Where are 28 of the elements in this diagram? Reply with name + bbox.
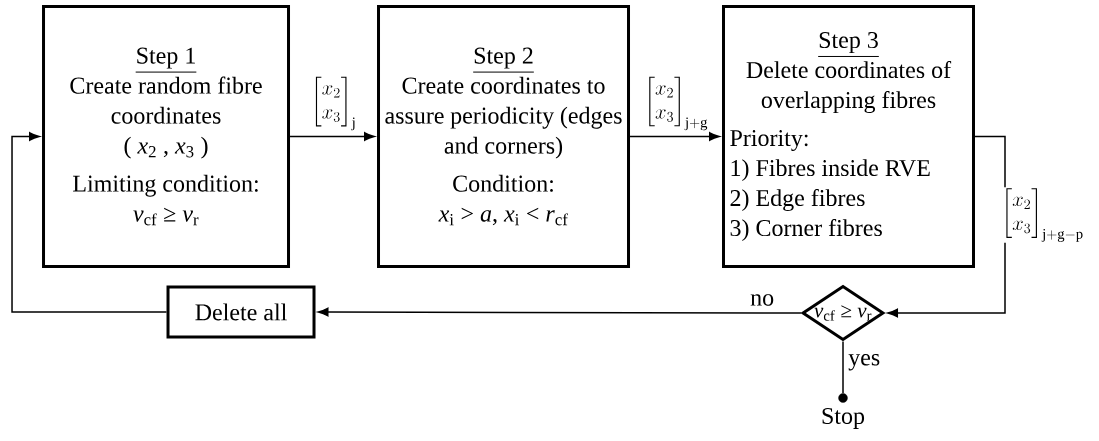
process-box — [722, 5, 975, 268]
step-heading: Step 1 — [135, 47, 197, 73]
arrow — [11, 132, 168, 313]
step-heading: Step 3 — [817, 32, 880, 57]
arrow — [629, 132, 720, 141]
vector-label: $\begin{bmatrix}x_2\\ x_3\end{bmatrix}_{\mathrm{j+g}}$ — [643, 75, 709, 132]
edge-label: no — [749, 293, 776, 307]
step-text: 2) Edge fibres — [730, 189, 865, 212]
arrow — [289, 132, 375, 141]
step-text: x$_{i}$ > a, x$_{i}$ < r$_{cf}$ — [438, 207, 568, 226]
step-text: 3) Corner fibres — [730, 219, 882, 241]
process-box — [42, 5, 290, 268]
process-box — [377, 5, 630, 268]
step-text: Delete coordinates of overlapping fibres — [746, 61, 952, 114]
step-text: Create coordinates to assure periodicity (edges and corners) — [385, 76, 622, 159]
step-text: ( x$_{2}$ , x$_{3}$ ) — [124, 136, 208, 159]
terminal-label: Stop — [822, 407, 865, 429]
arrow — [317, 307, 802, 317]
step-text: Condition: — [453, 174, 553, 192]
vector-label: $\begin{bmatrix}x_2\\ x_3\end{bmatrix}_{\mathrm{j}}$ — [309, 75, 358, 132]
vector-label: $\begin{bmatrix}x_2\\ x_3\end{bmatrix}_{\mathrm{j+g-p}}$ — [1000, 187, 1085, 243]
step-text: Limiting condition: — [73, 174, 258, 197]
step-heading: Step 2 — [472, 47, 535, 73]
step-text: 1) Fibres inside RVE — [731, 159, 930, 181]
process-box: Delete all — [166, 285, 316, 339]
step-text: v$_{cf}$ ≥ v$_{r}$ — [133, 207, 199, 226]
edge-label: yes — [847, 353, 882, 372]
step-text: Priority: — [730, 130, 808, 152]
